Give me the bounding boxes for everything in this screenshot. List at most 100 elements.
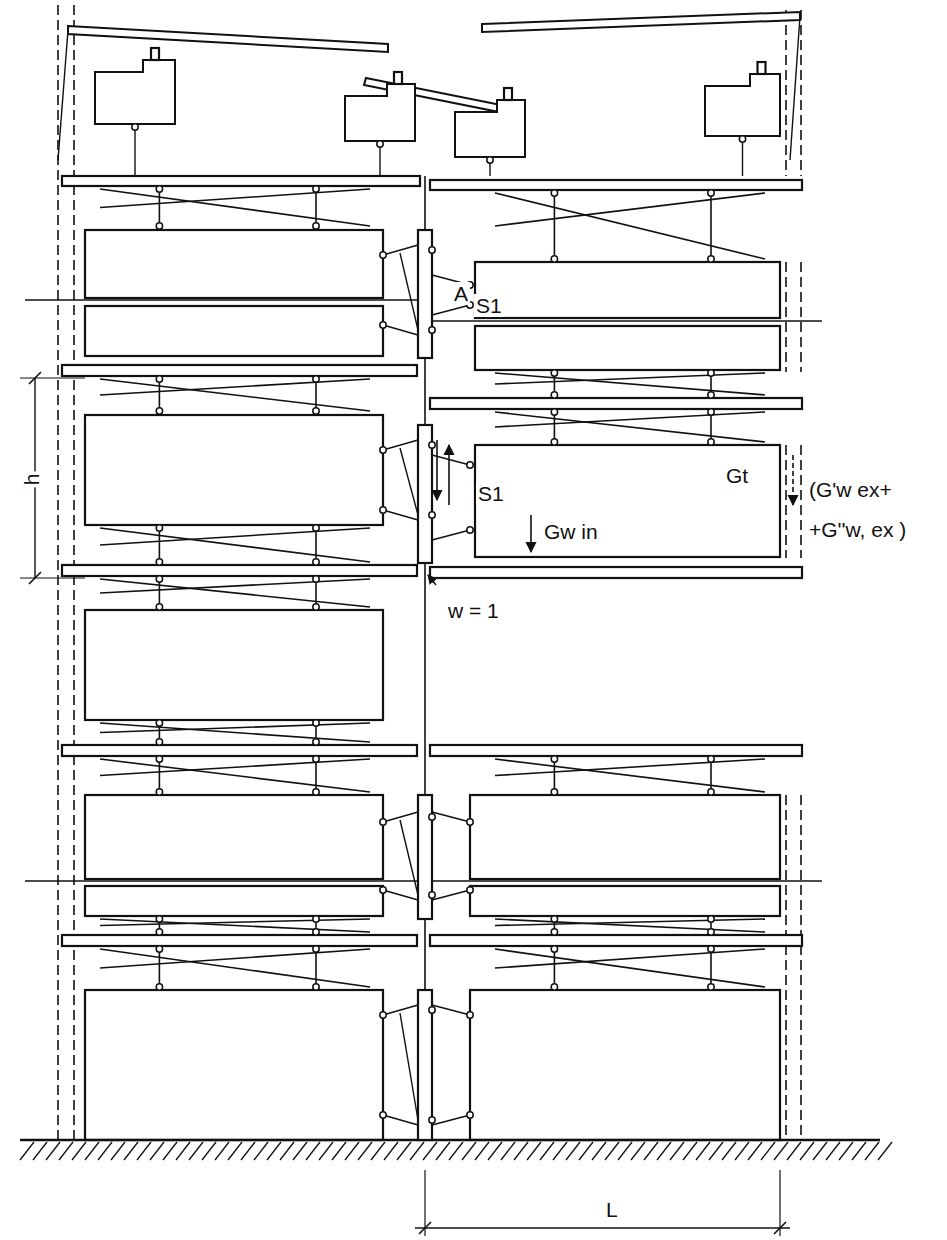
- ground-hatch: [514, 1142, 528, 1160]
- ground-hatch: [683, 1142, 697, 1160]
- joint-pin: [313, 946, 319, 952]
- crane-beam: [482, 12, 800, 32]
- floor-slab: [430, 180, 802, 190]
- joint-pin: [313, 756, 319, 762]
- joint-pin: [708, 929, 714, 935]
- floor-slab: [430, 398, 802, 409]
- ground-hatch: [579, 1142, 593, 1160]
- ground-hatch: [852, 1142, 866, 1160]
- ground-hatch: [163, 1142, 177, 1160]
- bracing-link: [432, 1115, 470, 1125]
- joint-pin: [551, 190, 557, 196]
- dashed-column: [57, 5, 59, 1140]
- joint-pin: [313, 559, 319, 565]
- ground-hatch: [592, 1142, 606, 1160]
- joint-pin: [156, 186, 162, 192]
- ground-hatch: [735, 1142, 749, 1160]
- ground-hatch: [59, 1142, 73, 1160]
- truss-diagonal: [495, 949, 765, 968]
- joint-pin: [551, 929, 557, 935]
- dimension-tick: [419, 1222, 431, 1234]
- ground-hatch: [111, 1142, 125, 1160]
- joint-pin: [313, 408, 319, 414]
- joint-pin: [467, 462, 473, 468]
- module-box: [470, 886, 780, 916]
- truss-diagonal: [495, 759, 765, 776]
- joint-pin: [551, 789, 557, 795]
- truss-diagonal: [100, 723, 370, 742]
- module-box: [475, 445, 780, 557]
- ground-hatch: [657, 1142, 671, 1160]
- truss-diagonal: [495, 759, 765, 792]
- ground-hatch: [280, 1142, 294, 1160]
- joint-pin: [708, 984, 714, 990]
- module-box: [85, 306, 383, 356]
- joint-pin: [429, 327, 435, 333]
- truss-post: [315, 187, 317, 228]
- dimension-line: [415, 1227, 790, 1228]
- bracing-link: [432, 1005, 470, 1015]
- joint-pin: [429, 442, 435, 448]
- truss-diagonal: [100, 759, 370, 792]
- module-box: [85, 886, 383, 916]
- truss-diagonal: [495, 919, 765, 932]
- joint-pin: [156, 376, 162, 382]
- bracing-link: [400, 253, 418, 330]
- force-arrow: [448, 445, 450, 505]
- ground-hatch: [800, 1142, 814, 1160]
- joint-pin: [708, 756, 714, 762]
- ground-hatch: [605, 1142, 619, 1160]
- extension-line: [20, 377, 85, 378]
- joint-pin: [467, 819, 473, 825]
- joint-pin: [156, 720, 162, 726]
- drawing-label: h: [20, 472, 43, 488]
- joint-pin: [380, 252, 386, 258]
- bracing-link: [432, 812, 470, 822]
- floor-slab: [62, 745, 417, 756]
- joint-pin: [551, 370, 557, 376]
- dimension-tick: [774, 1222, 786, 1234]
- truss-post: [159, 187, 161, 228]
- joint-pin: [156, 946, 162, 952]
- drawing-label: +G''w, ex ): [807, 518, 908, 541]
- dashed-column: [800, 795, 802, 1140]
- ground-hatch: [345, 1142, 359, 1160]
- truss-diagonal: [495, 949, 765, 987]
- dashed-column: [800, 10, 802, 176]
- ground-hatch: [631, 1142, 645, 1160]
- dashed-column: [800, 262, 802, 372]
- crane-beam: [68, 26, 388, 52]
- ground-hatch: [709, 1142, 723, 1160]
- truss-post: [710, 191, 712, 261]
- drawing-label: Gw in: [542, 520, 600, 543]
- joint-pin: [156, 408, 162, 414]
- bracing-link: [400, 1013, 418, 1120]
- machine-stub: [394, 72, 402, 84]
- bracing-link: [383, 325, 418, 335]
- ground-hatch: [267, 1142, 281, 1160]
- machine-stub: [758, 62, 766, 74]
- drawing-label: A: [452, 282, 470, 305]
- floor-slab: [430, 567, 802, 578]
- dashed-column: [785, 445, 787, 558]
- joint-pin: [156, 576, 162, 582]
- force-arrow: [436, 440, 438, 500]
- machine-unit: [705, 74, 780, 136]
- joint-pin: [551, 392, 557, 398]
- ground-hatch: [826, 1142, 840, 1160]
- joint-pin: [429, 892, 435, 898]
- truss-diagonal: [100, 379, 370, 395]
- joint-pin: [551, 256, 557, 262]
- module-box: [470, 795, 780, 879]
- ground-hatch: [319, 1142, 333, 1160]
- ground-hatch: [202, 1142, 216, 1160]
- truss-diagonal: [100, 919, 370, 932]
- bracing-link: [432, 305, 470, 315]
- drawing-label: S1: [476, 482, 506, 505]
- joint-pin: [156, 789, 162, 795]
- section-line: [430, 320, 822, 322]
- bracing-link: [432, 890, 470, 900]
- ground-hatch: [72, 1142, 86, 1160]
- ground-hatch: [670, 1142, 684, 1160]
